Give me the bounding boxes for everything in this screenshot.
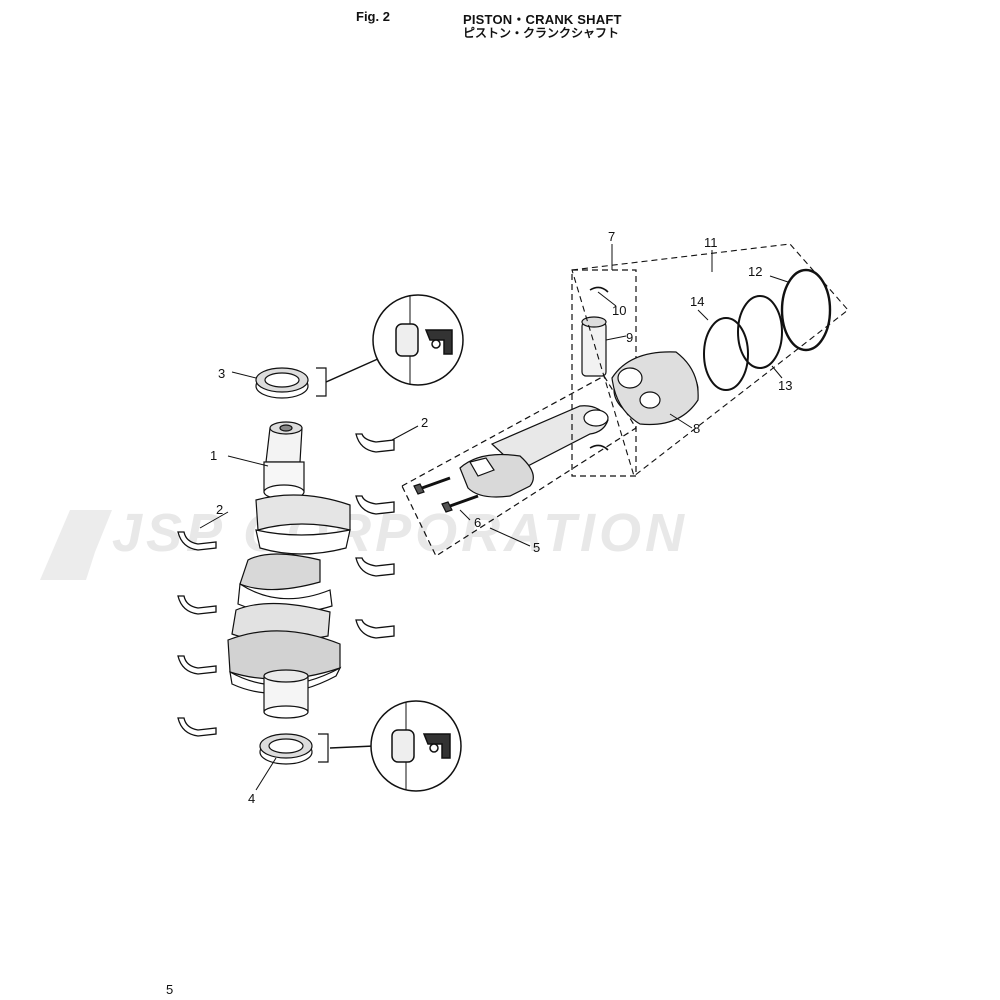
seal-detail-lower bbox=[329, 700, 462, 792]
callouts: 1 2 2 3 4 5 6 7 8 9 10 11 12 13 14 bbox=[210, 229, 792, 806]
callout-2-left: 2 bbox=[216, 502, 223, 517]
callout-13: 13 bbox=[778, 378, 792, 393]
page-number: 5 bbox=[166, 982, 174, 997]
callout-3: 3 bbox=[218, 366, 225, 381]
callout-11: 11 bbox=[704, 235, 718, 250]
main-bearings bbox=[177, 433, 395, 737]
page-subtitle-japanese: ピストン・クランクシャフト bbox=[463, 26, 620, 40]
piston-rings-group bbox=[571, 243, 849, 477]
callout-9: 9 bbox=[626, 330, 633, 345]
callout-5: 5 bbox=[533, 540, 540, 555]
watermark-text: JSP CORPORATION bbox=[112, 503, 688, 563]
crankshaft bbox=[227, 421, 351, 719]
figure-label: Fig. 2 bbox=[356, 9, 390, 24]
oil-seal-lower bbox=[259, 733, 329, 765]
callout-7: 7 bbox=[608, 229, 615, 244]
watermark: JSP CORPORATION bbox=[40, 503, 688, 580]
callout-8: 8 bbox=[693, 421, 700, 436]
leader-lines bbox=[199, 244, 789, 791]
watermark-logo-icon bbox=[40, 510, 112, 580]
callout-10: 10 bbox=[612, 303, 626, 318]
piston bbox=[611, 351, 699, 426]
callout-14: 14 bbox=[690, 294, 704, 309]
callout-2-right: 2 bbox=[421, 415, 428, 430]
oil-seal-upper bbox=[255, 367, 327, 399]
callout-12: 12 bbox=[748, 264, 762, 279]
seal-detail-upper bbox=[325, 294, 464, 386]
connecting-rod-bolts bbox=[413, 476, 479, 513]
callout-1: 1 bbox=[210, 448, 217, 463]
callout-6: 6 bbox=[474, 515, 481, 530]
callout-4: 4 bbox=[248, 791, 255, 806]
piston-pin-group bbox=[571, 269, 637, 477]
page-title: PISTON・CRANK SHAFT bbox=[463, 12, 622, 27]
